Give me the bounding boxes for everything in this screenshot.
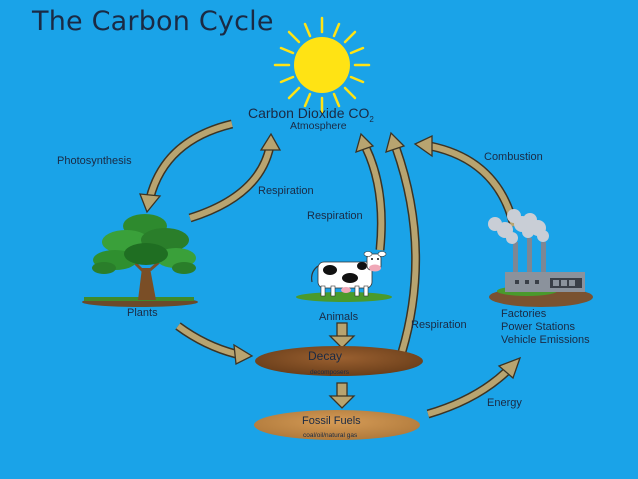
respiration-decay-arrow: [385, 131, 421, 354]
respiration-decay-label: Respiration: [411, 319, 467, 331]
decay-to-fossil-arrow: [328, 382, 356, 409]
fossil-fuels-label: Fossil Fuels: [302, 415, 361, 427]
factory-icon: [488, 209, 593, 307]
combustion-arrow: [413, 134, 519, 228]
tree-icon: [82, 214, 198, 307]
respiration-animals-arrow: [355, 132, 386, 251]
combustion-label: Combustion: [484, 151, 543, 163]
sun-icon: [273, 16, 371, 114]
power-stations-line: Power Stations: [501, 321, 575, 333]
energy-label: Energy: [487, 397, 522, 409]
decay-node: [255, 346, 423, 376]
cow-icon: [296, 251, 392, 302]
atmosphere-label: Carbon Dioxide CO2: [248, 105, 374, 126]
fossil-fuels-node: [254, 410, 420, 440]
photosynthesis-label: Photosynthesis: [57, 155, 132, 167]
co2-label: Carbon Dioxide CO: [248, 105, 370, 121]
photosynthesis-arrow: [139, 119, 234, 214]
decay-label: Decay: [308, 349, 343, 363]
energy-arrow: [426, 356, 522, 419]
animals-to-decay-arrow: [328, 322, 356, 349]
vehicle-emissions-line: Vehicle Emissions: [501, 334, 590, 346]
atmosphere-sublabel: Atmosphere: [290, 120, 347, 132]
plants-label: Plants: [127, 307, 158, 319]
page-title: The Carbon Cycle: [32, 6, 274, 37]
animals-label: Animals: [319, 311, 359, 323]
respiration-plants-label: Respiration: [258, 185, 314, 197]
respiration-plants-arrow: [188, 132, 282, 223]
factories-line: Factories: [501, 308, 547, 320]
respiration-animals-label: Respiration: [307, 210, 363, 222]
plants-to-decay-arrow: [175, 322, 254, 366]
factories-label: Factories Power Stations Vehicle Emissio…: [501, 308, 590, 347]
co2-subscript: 2: [369, 114, 374, 124]
decay-sublabel: decomposers: [310, 369, 350, 376]
fossil-fuels-sublabel: coal/oil/natural gas: [303, 432, 358, 439]
